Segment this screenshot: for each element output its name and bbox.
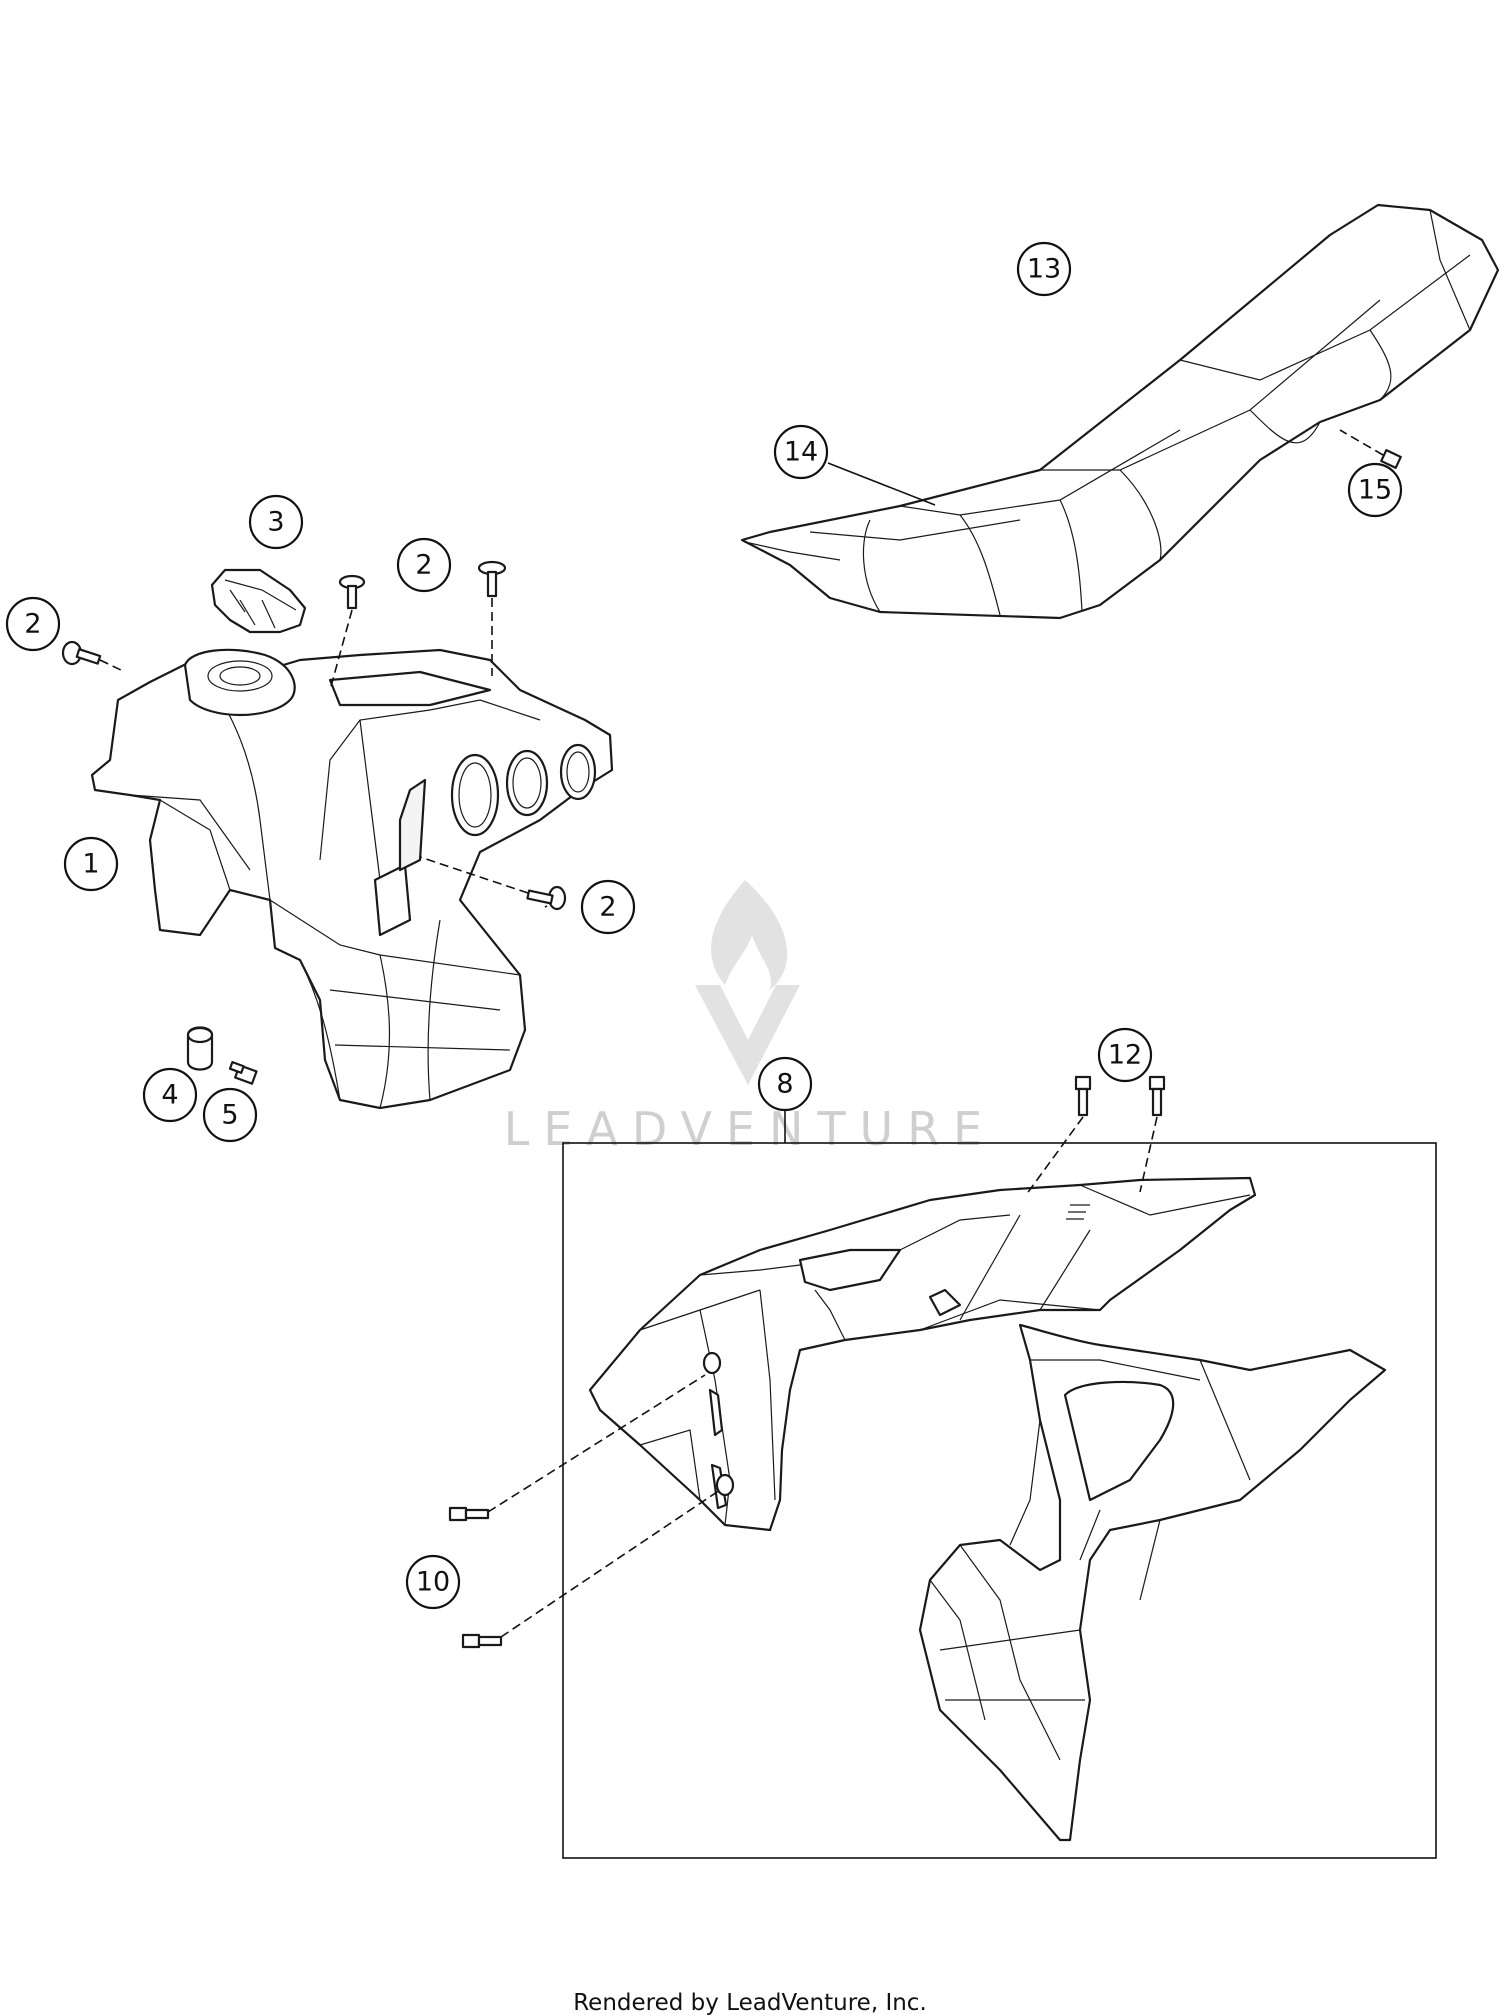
callout-14: 14 xyxy=(773,424,829,480)
svg-text:12: 12 xyxy=(1108,1040,1142,1071)
svg-text:4: 4 xyxy=(161,1080,178,1111)
callout-12: 12 xyxy=(1097,1027,1153,1083)
callout-1: 1 xyxy=(63,836,119,892)
leader-14 xyxy=(827,462,936,506)
screw-part-12-b xyxy=(1139,1075,1166,1193)
fuel-tank-part-1 xyxy=(90,648,614,1110)
callout-5: 5 xyxy=(202,1087,258,1143)
screw-part-2-top-b xyxy=(477,560,507,676)
svg-text:2: 2 xyxy=(24,609,41,640)
svg-text:5: 5 xyxy=(221,1100,238,1131)
fuel-cap-part-3 xyxy=(210,568,307,634)
screw-part-12-a xyxy=(1025,1075,1092,1196)
callout-10: 10 xyxy=(405,1554,461,1610)
side-panel-group-box xyxy=(562,1142,1437,1859)
screw-part-2-left xyxy=(61,640,126,673)
seat-part-13 xyxy=(740,203,1500,620)
screw-part-15 xyxy=(1339,429,1402,469)
svg-text:14: 14 xyxy=(784,437,818,468)
screw-part-2-side xyxy=(419,856,567,911)
callout-2-side: 2 xyxy=(580,879,636,935)
svg-text:15: 15 xyxy=(1358,475,1392,506)
watermark: LEADVENTURE xyxy=(504,880,997,1156)
side-panel-upper-part-8 xyxy=(588,1176,1257,1532)
callout-13: 13 xyxy=(1016,241,1072,297)
svg-text:3: 3 xyxy=(267,507,284,538)
side-panel-lower-part-8 xyxy=(918,1323,1387,1842)
svg-text:2: 2 xyxy=(415,550,432,581)
screw-part-2-top-a xyxy=(329,574,366,691)
watermark-flame-icon xyxy=(711,880,788,990)
screw-part-10-a xyxy=(448,1374,706,1522)
watermark-v-icon xyxy=(695,985,800,1085)
screw-part-10-b xyxy=(461,1489,721,1649)
svg-text:1: 1 xyxy=(82,849,99,880)
bolt-part-5 xyxy=(228,1061,258,1085)
callout-2-top: 2 xyxy=(396,537,452,593)
svg-text:2: 2 xyxy=(599,892,616,923)
callout-8: 8 xyxy=(757,1056,813,1112)
callout-2-left: 2 xyxy=(5,596,61,652)
svg-text:10: 10 xyxy=(416,1567,450,1598)
footer-credit: Rendered by LeadVenture, Inc. xyxy=(573,1990,927,2016)
spacer-part-4 xyxy=(186,1026,214,1071)
callout-4: 4 xyxy=(142,1067,198,1123)
svg-text:13: 13 xyxy=(1027,254,1061,285)
watermark-text: LEADVENTURE xyxy=(504,1102,997,1156)
svg-text:8: 8 xyxy=(776,1069,793,1100)
callout-15: 15 xyxy=(1347,462,1403,518)
callout-3: 3 xyxy=(248,494,304,550)
leader-2-side xyxy=(544,905,548,908)
